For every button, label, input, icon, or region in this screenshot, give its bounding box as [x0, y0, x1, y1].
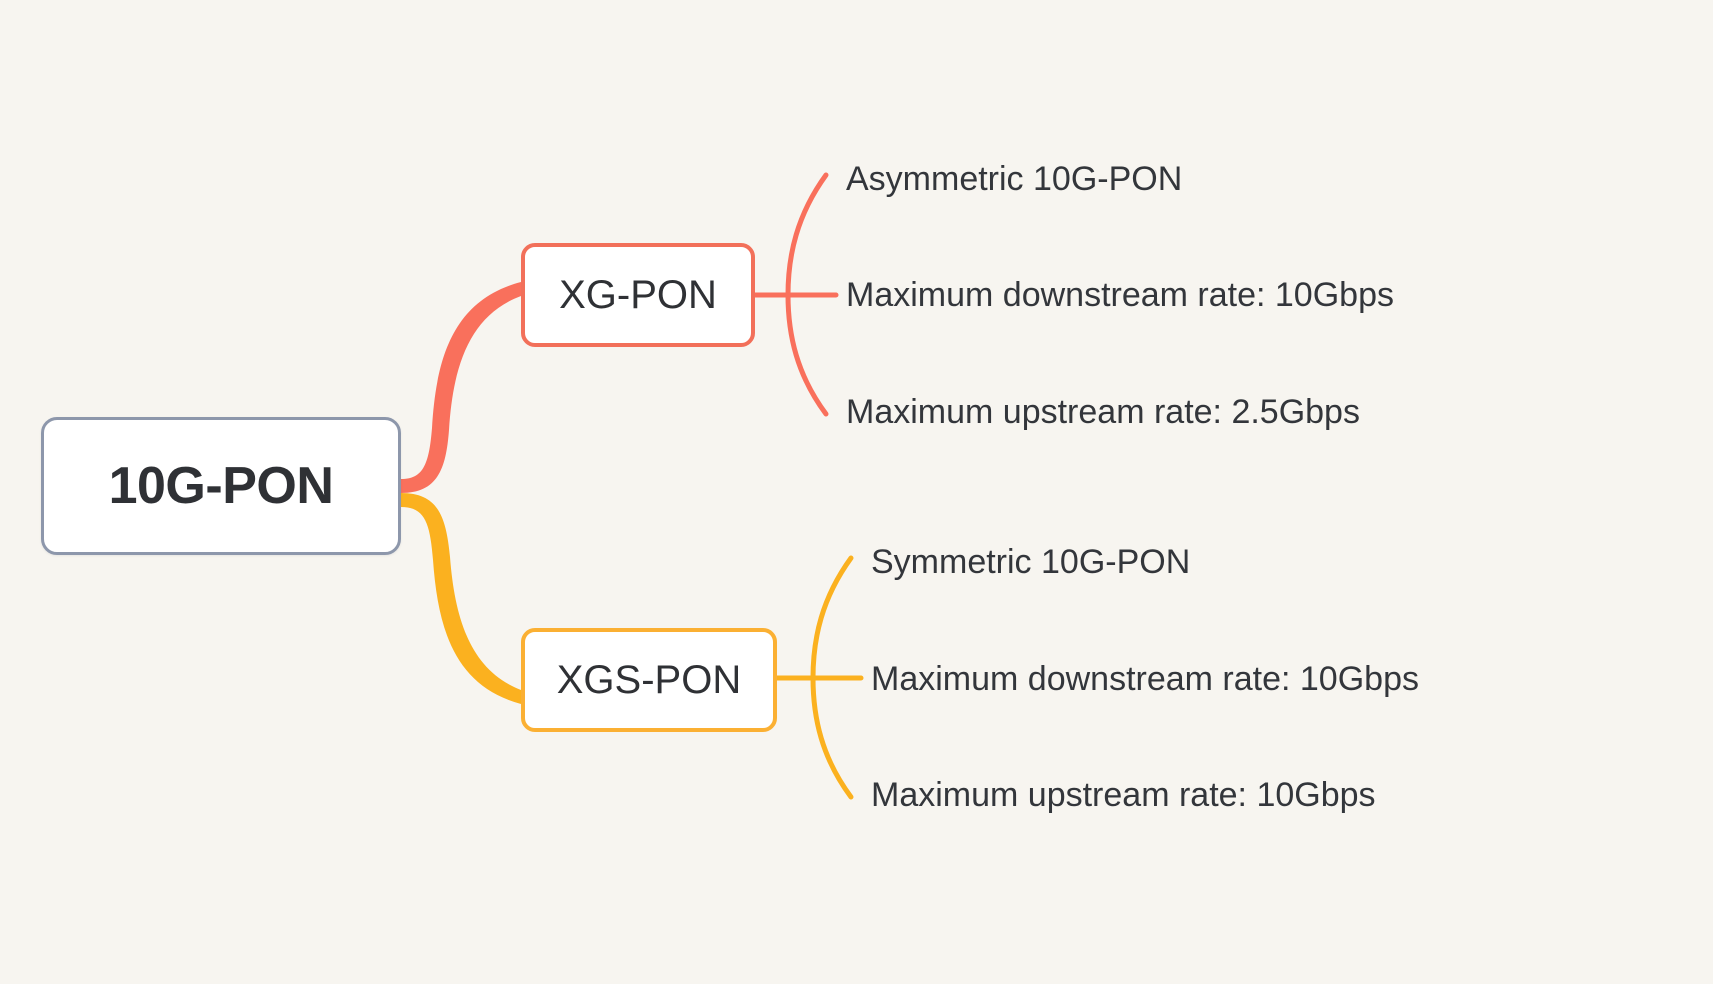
leaf-xg-pon-3[interactable]: Maximum upstream rate: 2.5Gbps [846, 393, 1360, 431]
leaf-xgs-pon-2[interactable]: Maximum downstream rate: 10Gbps [871, 660, 1419, 698]
branch-curve-xgpon [401, 282, 521, 493]
node-root-10g-pon[interactable]: 10G-PON [41, 417, 401, 555]
leaf-xgs-pon-3[interactable]: Maximum upstream rate: 10Gbps [871, 776, 1376, 814]
node-branch-xg-pon[interactable]: XG-PON [521, 243, 755, 347]
node-branch-xgs-pon-label: XGS-PON [556, 657, 742, 702]
leaf-spine-xgspon [810, 555, 854, 800]
leaf-xg-pon-1[interactable]: Asymmetric 10G-PON [846, 160, 1183, 198]
node-branch-xgs-pon[interactable]: XGS-PON [521, 628, 777, 732]
node-root-label: 10G-PON [108, 457, 334, 515]
branch-curve-xgspon [401, 493, 521, 704]
leaf-spine-xgpon [785, 172, 829, 417]
leaf-xg-pon-2[interactable]: Maximum downstream rate: 10Gbps [846, 276, 1394, 314]
node-branch-xg-pon-label: XG-PON [559, 272, 717, 317]
leaf-xgs-pon-1[interactable]: Symmetric 10G-PON [871, 543, 1191, 581]
